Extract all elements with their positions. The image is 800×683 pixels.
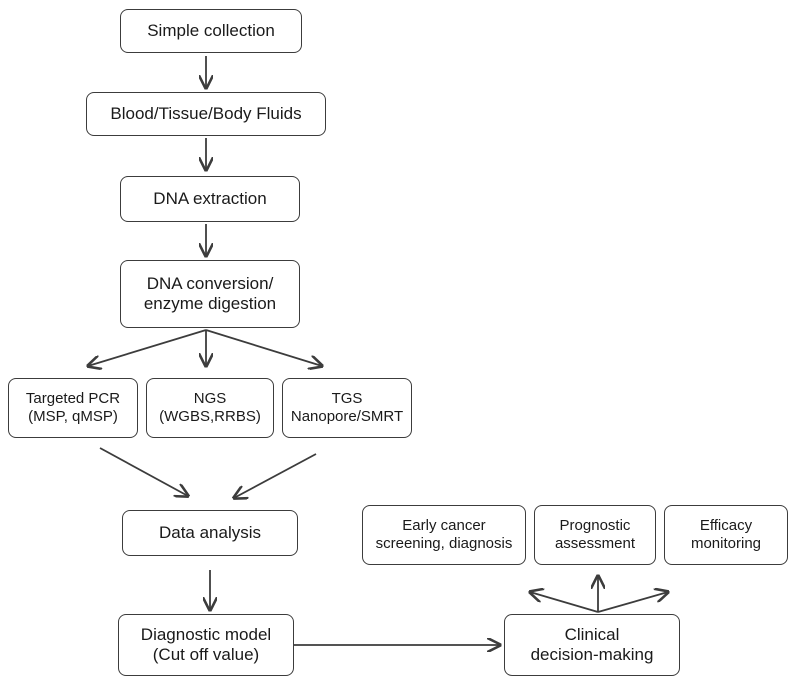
clinical-decision-box: Clinical decision-making <box>504 614 680 676</box>
arrow-tgs-to-analysis <box>234 453 317 498</box>
efficacy-box: Efficacy monitoring <box>664 505 788 565</box>
arrow-clinical-to-efficacy <box>597 592 668 613</box>
sample-types-box: Blood/Tissue/Body Fluids <box>86 92 326 136</box>
tgs-box: TGS Nanopore/SMRT <box>282 378 412 438</box>
dna-extraction-box: DNA extraction <box>120 176 300 222</box>
data-analysis-box: Data analysis <box>122 510 298 556</box>
targeted-pcr-box: Targeted PCR (MSP, qMSP) <box>8 378 138 438</box>
simple-collection-box: Simple collection <box>120 9 302 53</box>
arrow-pcr-to-analysis <box>99 447 188 496</box>
arrow-conversion-to-tgs <box>205 329 322 366</box>
prognostic-box: Prognostic assessment <box>534 505 656 565</box>
arrow-clinical-to-screening <box>530 592 599 613</box>
ngs-box: NGS (WGBS,RRBS) <box>146 378 274 438</box>
dna-conversion-box: DNA conversion/ enzyme digestion <box>120 260 300 328</box>
arrow-conversion-to-pcr <box>88 329 207 366</box>
diagnostic-model-box: Diagnostic model (Cut off value) <box>118 614 294 676</box>
early-screening-box: Early cancer screening, diagnosis <box>362 505 526 565</box>
